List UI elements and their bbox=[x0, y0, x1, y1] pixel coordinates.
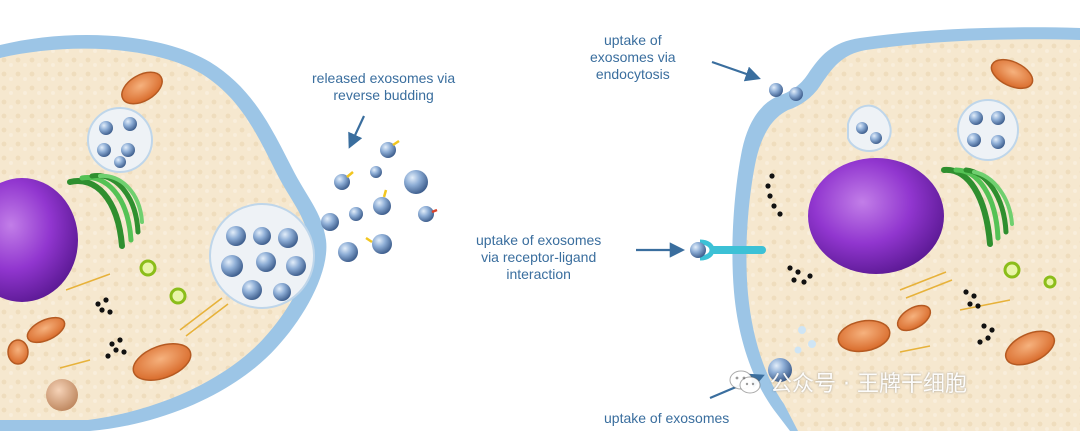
receptor-label-line-1: uptake of exosomes bbox=[476, 232, 602, 248]
released-arrow bbox=[348, 115, 365, 149]
receptor-label-line-3: interaction bbox=[506, 266, 571, 282]
right-granules bbox=[765, 173, 995, 345]
left-filaments bbox=[59, 273, 229, 369]
left-cell-cytoplasm bbox=[0, 48, 310, 421]
right-endosome bbox=[847, 104, 892, 153]
exosome bbox=[370, 166, 382, 178]
wechat-icon bbox=[729, 370, 761, 394]
arrows bbox=[348, 60, 765, 400]
left-granules bbox=[95, 297, 127, 359]
receptor-ligand bbox=[690, 239, 766, 261]
left-large-multivesicular-body bbox=[209, 203, 315, 309]
fusion-label-line-1: uptake of exosomes bbox=[604, 410, 730, 426]
left-vesicles bbox=[139, 259, 187, 305]
endocytosis-exosomes bbox=[769, 83, 803, 101]
exosome bbox=[418, 206, 438, 222]
receptor-ligand-label: uptake of exosomes via receptor-ligand i… bbox=[476, 232, 601, 283]
exosome bbox=[404, 170, 428, 194]
left-cell bbox=[0, 34, 327, 431]
exosome bbox=[321, 213, 339, 231]
fusing-exosomes bbox=[794, 326, 816, 354]
right-cell bbox=[690, 27, 1080, 431]
endocytosis-label: uptake of exosomes via endocytosis bbox=[590, 32, 676, 83]
exosome bbox=[349, 207, 363, 221]
exosome bbox=[334, 171, 354, 190]
right-golgi bbox=[941, 166, 1014, 247]
endocytosis-arrow bbox=[711, 60, 761, 82]
exosome bbox=[338, 242, 358, 262]
watermark: 公众号 · 王牌干细胞 bbox=[728, 366, 967, 398]
watermark-text: 公众号 · 王牌干细胞 bbox=[770, 372, 967, 397]
endocytosis-label-line-2: exosomes via bbox=[590, 49, 676, 65]
right-mitochondria bbox=[837, 58, 1056, 366]
endocytosis-label-line-3: endocytosis bbox=[595, 66, 670, 82]
right-filaments bbox=[899, 271, 1011, 353]
right-nucleus bbox=[808, 158, 944, 274]
right-vesicles bbox=[1003, 261, 1057, 289]
released-exosomes-label: released exosomes via reverse budding bbox=[312, 70, 455, 104]
released-exosomes bbox=[321, 139, 438, 262]
released-label-line-2: reverse budding bbox=[333, 87, 434, 103]
left-golgi bbox=[67, 173, 144, 249]
exosome bbox=[373, 189, 391, 215]
fusion-label: uptake of exosomes bbox=[604, 410, 729, 427]
left-mitochondria bbox=[7, 71, 192, 381]
exosome bbox=[380, 139, 400, 158]
exosome bbox=[365, 234, 392, 254]
left-nucleus bbox=[0, 178, 78, 302]
left-small-multivesicular-body bbox=[87, 107, 153, 173]
fusion-exosome bbox=[768, 358, 792, 382]
endocytosis-label-line-1: uptake of bbox=[603, 32, 662, 48]
right-multivesicular-body bbox=[957, 99, 1019, 161]
receptor-label-line-2: via receptor-ligand bbox=[481, 249, 597, 265]
released-label-line-1: released exosomes via bbox=[312, 70, 456, 86]
left-lysosome bbox=[46, 379, 78, 411]
